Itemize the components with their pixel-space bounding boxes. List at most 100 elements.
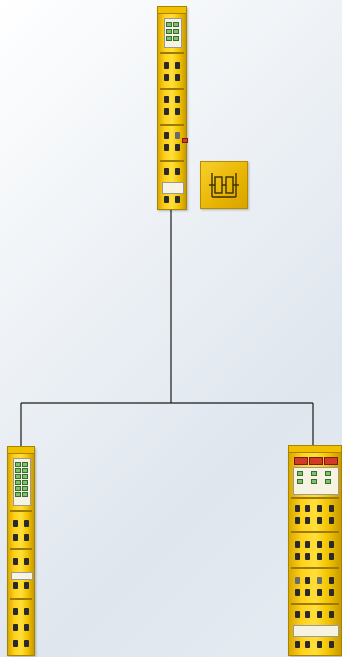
status-led [325, 479, 331, 484]
status-led [15, 486, 21, 491]
terminal-slot [295, 589, 300, 596]
terminal-slot [24, 624, 29, 631]
terminal-slot [329, 517, 334, 524]
terminal-slot [175, 96, 180, 103]
terminal-slot [164, 168, 169, 175]
terminal-slot [317, 517, 322, 524]
terminal-slot [164, 74, 169, 81]
status-led [22, 468, 28, 473]
terminal-slot [329, 641, 334, 648]
status-led [311, 479, 317, 484]
status-led [325, 471, 331, 476]
status-led [297, 479, 303, 484]
status-led [22, 480, 28, 485]
terminal-slot [305, 577, 310, 584]
terminal-slot [305, 589, 310, 596]
terminal-slot [24, 520, 29, 527]
terminal-slot [13, 520, 18, 527]
terminal-slot [295, 611, 300, 618]
terminal-slot [317, 611, 322, 618]
separator [291, 567, 339, 569]
terminal-slot [305, 505, 310, 512]
terminal-slot [329, 589, 334, 596]
terminal-slot [24, 640, 29, 647]
terminal-slot [164, 132, 169, 139]
terminal-slot [164, 96, 169, 103]
label-strip [11, 572, 33, 580]
status-led [166, 22, 172, 27]
terminal-slot [13, 534, 18, 541]
terminal-slot [305, 553, 310, 560]
status-led [15, 492, 21, 497]
status-led [297, 471, 303, 476]
separator [291, 531, 339, 533]
terminal-slot [329, 577, 334, 584]
terminal-slot [295, 577, 300, 584]
terminal-slot [329, 541, 334, 548]
status-led [173, 22, 179, 27]
terminal-slot [175, 74, 180, 81]
terminal-slot [175, 144, 180, 151]
terminal-slot [295, 541, 300, 548]
top-cap [157, 6, 187, 14]
status-led [22, 474, 28, 479]
terminal-slot [13, 558, 18, 565]
status-led-red [294, 457, 308, 465]
status-led-red [182, 138, 188, 143]
terminal-slot [13, 582, 18, 589]
terminal-slot [329, 611, 334, 618]
terminal-slot [317, 577, 322, 584]
terminal-slot [305, 541, 310, 548]
terminal-slot [164, 108, 169, 115]
terminal-slot [164, 62, 169, 69]
terminal-slot [13, 624, 18, 631]
terminal-slot [295, 641, 300, 648]
separator [10, 510, 32, 512]
left-terminal[interactable] [7, 446, 35, 656]
terminal-slot [317, 553, 322, 560]
terminal-slot [13, 640, 18, 647]
status-led [311, 471, 317, 476]
status-led-red [324, 457, 338, 465]
label-strip [162, 182, 184, 194]
status-led [15, 474, 21, 479]
status-led [15, 462, 21, 467]
separator [10, 548, 32, 550]
terminal-slot [317, 505, 322, 512]
terminal-slot [317, 589, 322, 596]
separator [160, 160, 184, 162]
terminal-slot [329, 505, 334, 512]
terminal-slot [175, 108, 180, 115]
separator [291, 603, 339, 605]
status-led [173, 36, 179, 41]
separator [160, 88, 184, 90]
terminal-slot [24, 608, 29, 615]
label-strip [293, 625, 339, 637]
right-terminal[interactable] [288, 445, 342, 656]
terminal-slot [175, 62, 180, 69]
top-cap [7, 446, 35, 454]
top-terminal[interactable] [157, 6, 188, 210]
status-led [166, 29, 172, 34]
terminal-slot [175, 132, 180, 139]
top-cap [288, 445, 342, 453]
separator [291, 497, 339, 499]
separator [160, 52, 184, 54]
status-led [15, 480, 21, 485]
terminal-slot [175, 196, 180, 203]
separator [10, 598, 32, 600]
terminal-slot [317, 641, 322, 648]
status-led [166, 36, 172, 41]
status-led [15, 468, 21, 473]
terminal-slot [295, 505, 300, 512]
separator [160, 124, 184, 126]
terminal-slot [164, 196, 169, 203]
terminal-slot [317, 541, 322, 548]
terminal-slot [175, 168, 180, 175]
terminal-slot [305, 611, 310, 618]
terminal-slot [305, 641, 310, 648]
terminal-slot [24, 558, 29, 565]
safety-function-badge[interactable] [200, 161, 248, 209]
